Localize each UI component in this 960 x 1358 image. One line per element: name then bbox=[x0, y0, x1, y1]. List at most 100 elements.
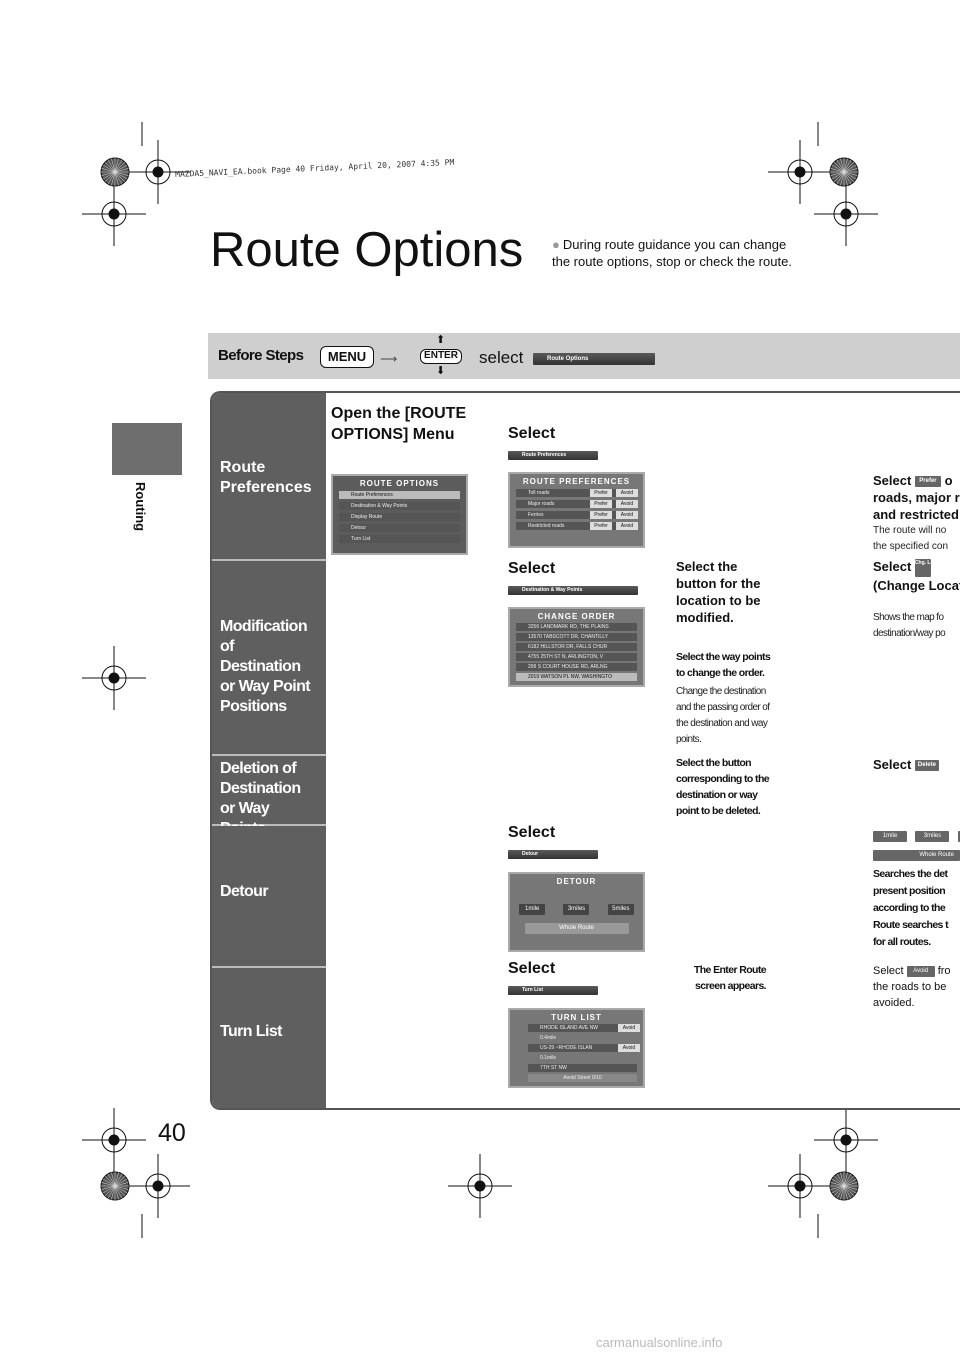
starburst-ray bbox=[104, 1185, 116, 1197]
starburst-ray bbox=[102, 1185, 116, 1194]
starburst-ray bbox=[114, 158, 119, 173]
starburst-ray bbox=[843, 1178, 857, 1187]
starburst-ray bbox=[114, 1172, 119, 1187]
avoid-result: Select Avoid fro the roads to be avoided… bbox=[873, 965, 951, 1009]
starburst-ray bbox=[831, 1178, 845, 1187]
starburst-ray bbox=[830, 168, 845, 173]
starburst-ray bbox=[843, 1172, 848, 1187]
starburst-ray bbox=[114, 1173, 123, 1187]
reorder-instruction: Select the way points to change the orde… bbox=[676, 651, 771, 679]
starburst-ray bbox=[833, 161, 845, 173]
starburst-ray bbox=[836, 1173, 845, 1187]
more-button bbox=[957, 831, 960, 843]
side-tab-label: Routing bbox=[133, 482, 148, 532]
enter-key: ENTER bbox=[420, 349, 462, 364]
route-options-screen: ROUTE OPTIONS Route Preferences Destinat… bbox=[331, 474, 468, 555]
select-label: select bbox=[479, 348, 524, 367]
step-open-menu: Open the [ROUTE OPTIONS] Menu bbox=[331, 405, 467, 443]
menu-key: MENU bbox=[320, 346, 374, 368]
page-title: Route Options bbox=[210, 223, 524, 277]
category-detour: Detour bbox=[212, 826, 326, 968]
starburst-ray bbox=[101, 1185, 116, 1190]
starburst-ray bbox=[114, 168, 129, 173]
detour-screen: DETOUR 1mile 3miles 5miles Whole Route bbox=[508, 872, 645, 952]
select-detour: Select bbox=[508, 824, 556, 841]
starburst-ray bbox=[831, 164, 845, 173]
enter-route-appears: The Enter Route screen appears. bbox=[693, 964, 767, 992]
prefer-button: Prefer bbox=[914, 476, 941, 488]
starburst-ray bbox=[104, 1175, 116, 1187]
modify-instruction: Select the button for the location to be… bbox=[676, 559, 761, 625]
one-mile-button: 1mile bbox=[873, 831, 907, 843]
starburst-ray bbox=[843, 1185, 855, 1197]
detour-bar: Detour bbox=[508, 850, 598, 859]
starburst-ray bbox=[833, 1175, 845, 1187]
delete-result: Select Delete bbox=[873, 756, 960, 773]
starburst-ray bbox=[843, 1185, 852, 1199]
starburst-ray bbox=[843, 161, 855, 173]
starburst-ray bbox=[830, 1185, 845, 1190]
detour-description: Searches the det present position accord… bbox=[873, 868, 949, 948]
starburst-ray bbox=[843, 1182, 858, 1187]
before-steps-label: Before Steps bbox=[218, 347, 304, 364]
detour-buttons: 1mile 3miles bbox=[873, 828, 960, 846]
starburst-ray bbox=[114, 1175, 126, 1187]
arrow-down-icon: ⬇ bbox=[436, 365, 446, 377]
starburst-ray bbox=[107, 171, 116, 185]
starburst-ray bbox=[840, 1172, 845, 1187]
starburst-ray bbox=[843, 171, 848, 186]
starburst-ray bbox=[843, 164, 857, 173]
route-prefs-result: Select Prefer o roads, major r and restr… bbox=[873, 473, 960, 522]
intro-text: ●During route guidance you can change th… bbox=[552, 237, 792, 269]
turn-list-bar: Turn List bbox=[508, 986, 598, 995]
starburst-ray bbox=[843, 159, 852, 173]
starburst-ray bbox=[843, 171, 852, 185]
starburst-ray bbox=[101, 1182, 116, 1187]
starburst-ray bbox=[102, 1178, 116, 1187]
reorder-note: Change the destination and the passing o… bbox=[676, 686, 770, 745]
starburst-ray bbox=[836, 1185, 845, 1199]
starburst-ray bbox=[830, 171, 845, 176]
starburst-ray bbox=[114, 171, 126, 183]
arrow-up-icon: ⬆ bbox=[436, 334, 446, 346]
three-miles-button: 3miles bbox=[915, 831, 950, 843]
page-number: 40 bbox=[158, 1119, 186, 1147]
starburst-ray bbox=[833, 171, 845, 183]
starburst-ray bbox=[843, 158, 848, 173]
starburst-ray bbox=[104, 171, 116, 183]
starburst-ray bbox=[101, 171, 116, 176]
delete-button: Delete bbox=[914, 760, 939, 772]
bullet-icon: ● bbox=[552, 237, 560, 252]
starburst-ray bbox=[114, 161, 126, 173]
starburst-ray bbox=[843, 1185, 857, 1194]
starburst-ray bbox=[114, 164, 128, 173]
starburst-ray bbox=[831, 171, 845, 180]
starburst-ray bbox=[836, 171, 845, 185]
starburst-ray bbox=[101, 168, 116, 173]
starburst-ray bbox=[833, 1185, 845, 1197]
starburst-ray bbox=[843, 171, 857, 180]
change-location-result: Select Chg. Loc. (Change Location). bbox=[873, 558, 960, 593]
starburst-ray bbox=[831, 1185, 845, 1194]
category-turn-list: Turn List bbox=[212, 968, 326, 1108]
starburst-ray bbox=[843, 1175, 855, 1187]
starburst-ray bbox=[111, 1172, 116, 1187]
change-location-note: Shows the map fo destination/way po bbox=[873, 612, 946, 639]
starburst-ray bbox=[102, 171, 116, 180]
category-deletion: Deletion of Destination or Way Points bbox=[212, 756, 326, 837]
starburst-ray bbox=[843, 1173, 852, 1187]
starburst-ray bbox=[843, 171, 855, 183]
starburst-ray bbox=[107, 159, 116, 173]
starburst-ray bbox=[114, 171, 128, 180]
watermark: carmanualsonline.info bbox=[596, 1335, 723, 1350]
select-turn-list: Select bbox=[508, 960, 556, 977]
starburst-ray bbox=[843, 1185, 848, 1200]
starburst-ray bbox=[836, 159, 845, 173]
starburst-ray bbox=[114, 1178, 128, 1187]
starburst-ray bbox=[111, 1185, 116, 1200]
starburst-ray bbox=[843, 168, 858, 173]
starburst-ray bbox=[843, 1185, 858, 1190]
starburst-ray bbox=[840, 171, 845, 186]
